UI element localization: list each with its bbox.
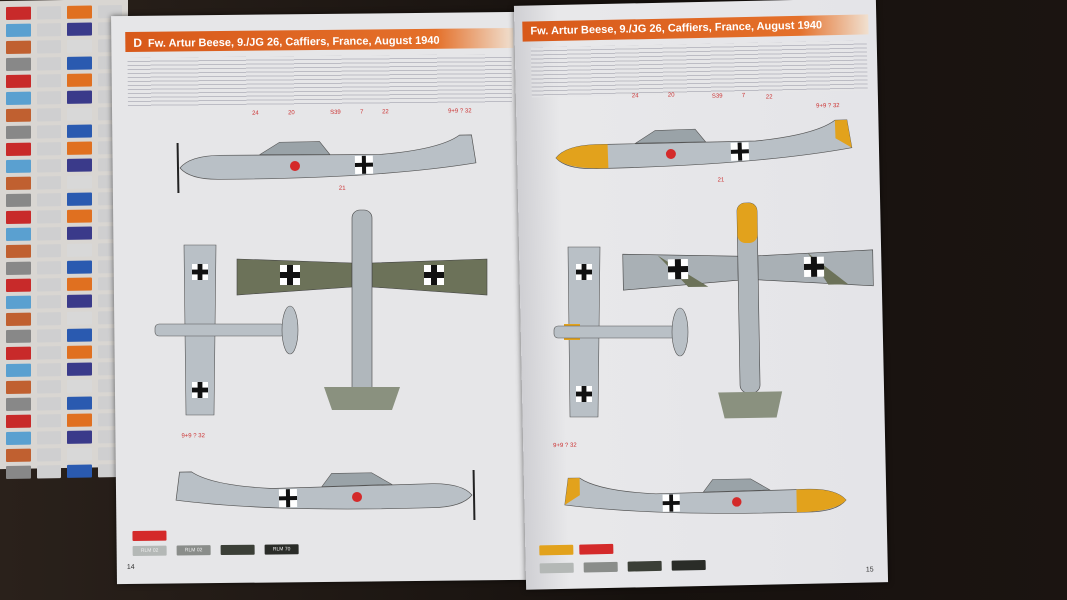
right-plan-view (622, 202, 874, 419)
left-profile-bottom (175, 466, 476, 520)
right-profile-bottom (563, 472, 847, 518)
right-profile-top (554, 119, 853, 171)
right-underside-view (553, 246, 689, 418)
left-plan-view (236, 209, 488, 410)
left-profile-top (176, 134, 477, 194)
left-underside-view (154, 244, 299, 416)
